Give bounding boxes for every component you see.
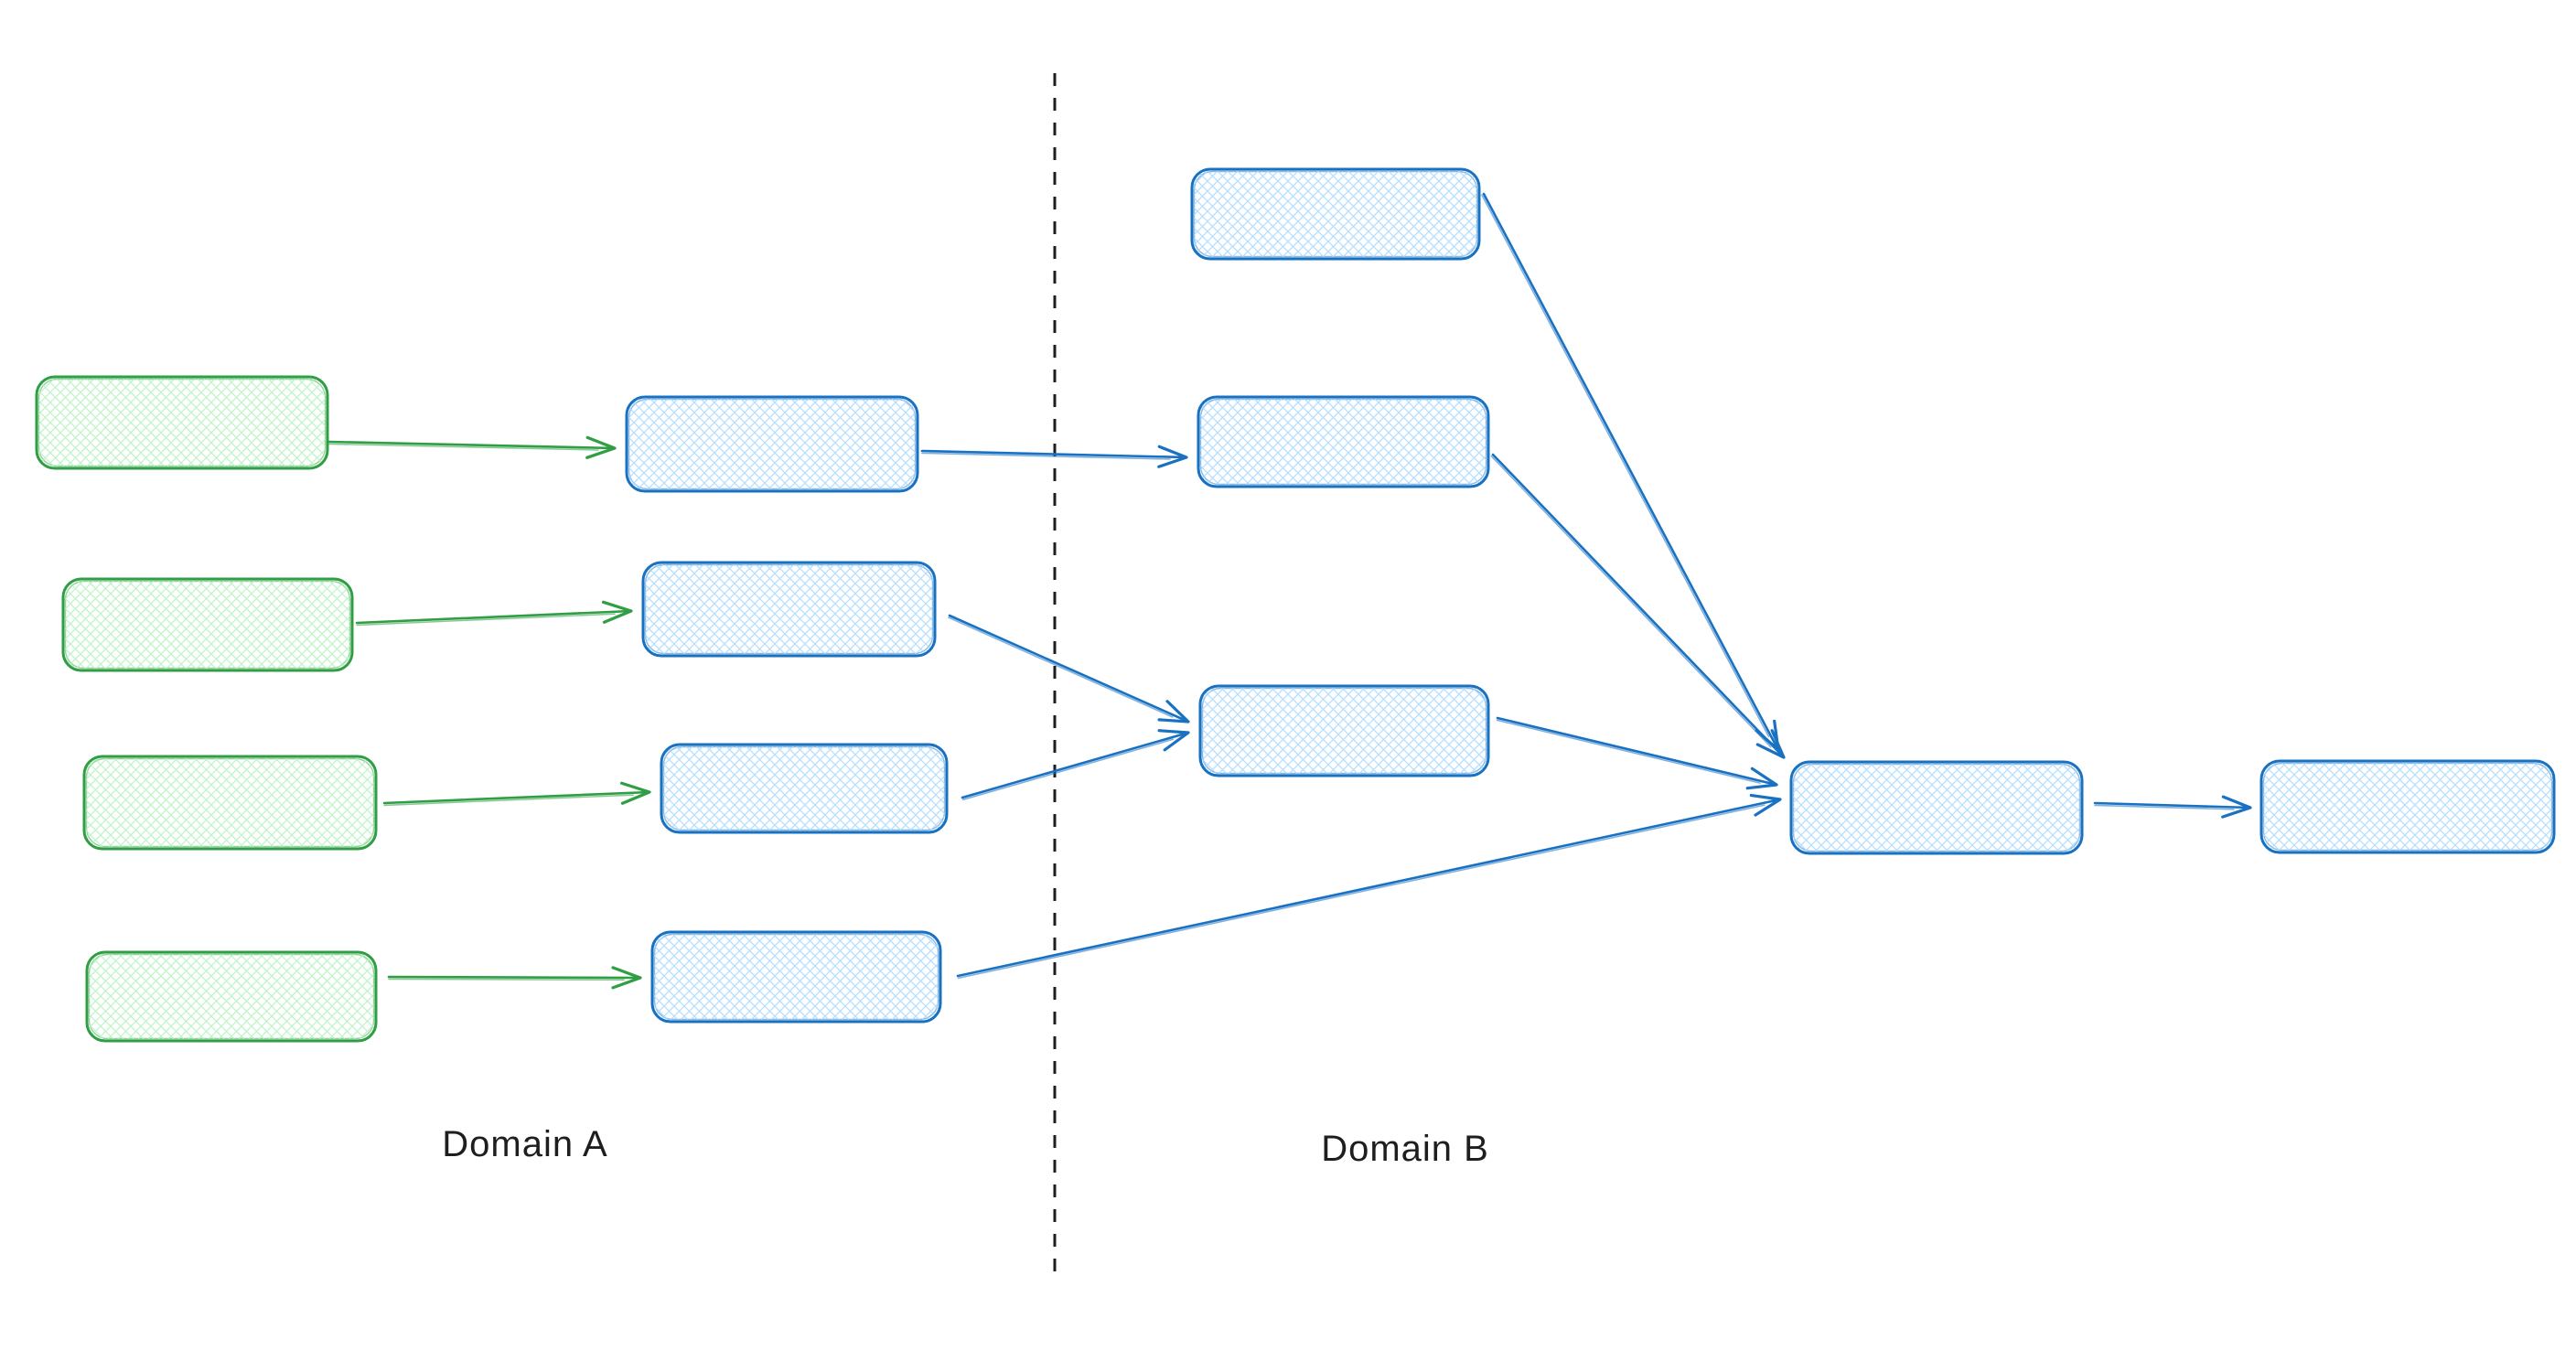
edge-12-arrow[interactable] [2093, 795, 2252, 819]
edge-7-arrow[interactable] [961, 729, 1190, 799]
domain-a-source-1-box[interactable] [35, 375, 329, 470]
edge-1-sketch-stroke [328, 443, 599, 451]
nodes-layer [35, 167, 2556, 1043]
domain-b-final-box[interactable] [2259, 759, 2556, 854]
edge-10-arrow[interactable] [1491, 453, 1786, 759]
domain-a-target-1-box[interactable] [625, 395, 919, 493]
edge-7-sketch-stroke [961, 738, 1175, 801]
domain-b-hub-box[interactable] [1789, 760, 2084, 855]
domain-a-source-3-box[interactable] [82, 755, 378, 851]
domain-b-label[interactable]: Domain B [1321, 1129, 1489, 1169]
edge-1-arrow[interactable] [327, 435, 617, 459]
edge-9-arrow[interactable] [1482, 192, 1780, 752]
domain-a-label[interactable]: Domain A [442, 1124, 607, 1164]
domain-a-target-3-box[interactable] [660, 743, 949, 834]
domain-a-target-2-box[interactable] [641, 561, 937, 658]
edge-8-arrow[interactable] [956, 793, 1782, 978]
domain-b-node-2-box[interactable] [1197, 395, 1490, 488]
domain-a-source-4-box[interactable] [85, 950, 378, 1043]
edge-11-arrow[interactable] [1496, 716, 1778, 790]
domain-b-node-1-box[interactable] [1190, 167, 1481, 261]
edges-layer [327, 192, 2252, 990]
edge-10-sketch-stroke [1490, 455, 1772, 748]
edge-11-sketch-stroke [1496, 719, 1761, 784]
edge-3-sketch-stroke [383, 794, 634, 807]
edge-2-arrow[interactable] [355, 600, 633, 625]
edge-6-sketch-stroke [948, 616, 1174, 718]
edge-6-arrow[interactable] [948, 614, 1190, 724]
edge-12-sketch-stroke [2094, 804, 2235, 810]
edge-4-sketch-stroke [388, 978, 625, 981]
edge-2-sketch-stroke [356, 613, 616, 627]
edge-5-sketch-stroke [921, 452, 1171, 460]
domain-a-source-2-box[interactable] [61, 577, 354, 672]
domain-a-target-4-box[interactable] [650, 930, 942, 1024]
edge-3-arrow[interactable] [382, 781, 651, 805]
edge-5-arrow[interactable] [920, 445, 1188, 468]
edge-8-sketch-stroke [957, 804, 1766, 980]
domain-b-node-3-box[interactable] [1198, 684, 1490, 777]
edge-9-sketch-stroke [1481, 194, 1770, 738]
edge-4-arrow[interactable] [387, 966, 642, 990]
